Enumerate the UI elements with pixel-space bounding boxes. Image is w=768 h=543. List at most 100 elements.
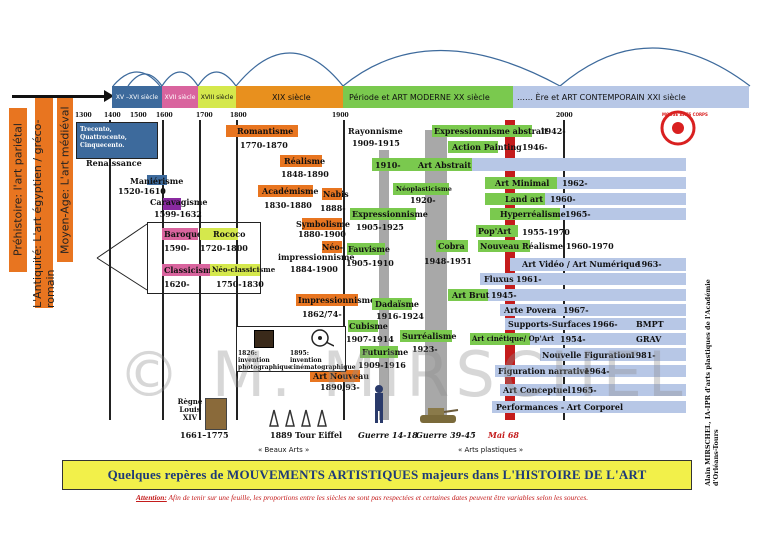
- label-eiffel: 1889 Tour Eiffel: [270, 430, 343, 440]
- band-xvii: XVII siècle: [162, 86, 198, 108]
- label-nouveau-realisme: Nouveau Réalisme 1960-1970: [480, 241, 614, 251]
- date-art-cinetique: 1954-: [560, 334, 586, 344]
- date-impressionnisme: 1862/74-: [302, 309, 342, 319]
- date-arte-povera: 1967-: [563, 305, 589, 315]
- bar-art-conceptuel: [500, 384, 686, 396]
- bar-action-painting: [448, 141, 498, 153]
- era-prehistoire: Préhistoire: l'art pariétal: [9, 108, 27, 272]
- date-figuration-narrative: 1964-: [584, 366, 610, 376]
- bar-performances: [492, 401, 686, 413]
- label-impressionnisme: Impressionnisme: [298, 295, 376, 305]
- bar-art-brut-green: [448, 289, 488, 301]
- line-1400: [109, 120, 111, 420]
- war2-column: [425, 130, 447, 420]
- label-cobra: Cobra: [438, 241, 465, 251]
- bar-expressionnisme: [350, 208, 416, 220]
- band-xviii: XVIII siècle: [198, 86, 236, 108]
- date-nabis: 1888-: [320, 203, 346, 213]
- date-art-conceptuel: 1965-: [571, 385, 597, 395]
- bar-rococo: [200, 228, 238, 240]
- bar-expr-abstrait: [432, 125, 532, 137]
- timeline-arrow-head: [104, 90, 114, 102]
- date-cubisme: 1907-1914: [346, 334, 394, 344]
- bar-artnouveau: [310, 370, 360, 382]
- credit-text: Alain MIRSCHEL, IA-IPR d'arts plastiques…: [704, 279, 720, 486]
- timeline-arrow: [12, 95, 110, 98]
- label-neoplasticisme: Néoplasticisme: [396, 185, 452, 193]
- label-neoimpressionnisme: Néo-: [322, 242, 344, 252]
- label-art-conceptuel: Art Conceptuel: [503, 385, 571, 395]
- date-art-brut: 1945-: [491, 290, 517, 300]
- watermark: © M. MIRSCHEL: [118, 338, 689, 411]
- date-academisme: 1830-1880: [264, 200, 312, 210]
- date-dadaisme: 1916-1924: [376, 311, 424, 321]
- bar-land-art-green: [485, 193, 545, 205]
- bar-baroque: [162, 228, 198, 240]
- label-war1: Guerre 14-18: [358, 430, 418, 440]
- date-neoclassicisme: 1750-1830: [216, 279, 264, 289]
- tick-1600: 1600: [156, 112, 173, 119]
- label-baroque: Baroque: [164, 229, 202, 239]
- label-artnouveau: Art Nouveau: [313, 371, 370, 381]
- war1-column: [379, 150, 389, 420]
- band-modern: Période et ART MODERNE XX siècle: [343, 86, 513, 108]
- date-louis: 1661–1775: [180, 430, 229, 440]
- date-rococo: 1720-1800: [200, 243, 248, 253]
- label-expr-abstrait: Expressionnisme abstrait: [434, 126, 548, 136]
- date-neoimpressionnisme: 1884-1900: [290, 264, 338, 274]
- bar-romantisme: [226, 125, 298, 137]
- bar-cobra: [436, 240, 468, 252]
- label-invention-cinema: 1895: invention cinématographique: [290, 350, 356, 371]
- mouse-arts-logo: [660, 110, 696, 146]
- label-cubisme: Cubisme: [349, 321, 388, 331]
- line-1900: [343, 120, 345, 420]
- label-surrealisme: Surréalisme: [402, 331, 457, 341]
- bar-nouvelle-figuration: [540, 348, 686, 361]
- label-grav: GRAV: [636, 334, 662, 344]
- label-trecento: Trecento, Quattrocento, Cinquecento.: [80, 126, 127, 149]
- bar-fauvisme: [347, 243, 385, 255]
- bar-nouveau-realisme: [478, 240, 530, 252]
- camera-icon: [254, 330, 274, 348]
- note: Attention: Afin de tenir sur une feuille…: [136, 493, 696, 502]
- label-art-abstrait-start: 1910-: [375, 160, 401, 170]
- eiffel-tower-icons: [269, 409, 327, 427]
- bar-supports-surfaces: [505, 318, 686, 330]
- tank-icon: [420, 408, 459, 423]
- bar-art-cinetique-green: [470, 333, 530, 345]
- bar-pop-art: [476, 225, 518, 237]
- label-figuration-narrative: Figuration narrative: [498, 366, 590, 376]
- date-hyperrealisme: 1965-: [565, 209, 591, 219]
- date-futurisme: 1909-1916: [358, 360, 406, 370]
- label-fluxus: Fluxus: [484, 274, 514, 284]
- label-art-video: Art Vidéo / Art Numérique: [522, 259, 640, 269]
- label-renaissance: Renaissance: [86, 158, 142, 168]
- label-war2: Guerre 39-45: [416, 430, 476, 440]
- label-manierisme: Maniérisme: [130, 176, 184, 186]
- era-antiquite: L'Antiquité: L'art égyptien / gréco-roma…: [31, 98, 57, 308]
- bar-art-minimal-green: [485, 177, 557, 189]
- label-supports-surfaces: Supports-Surfaces: [508, 319, 591, 329]
- bracket-lines: [96, 223, 148, 291]
- label-pop-art: Pop'Art: [478, 226, 512, 236]
- label-classicisme: Classicisme: [164, 265, 217, 275]
- date-cobra: 1948-1951: [424, 256, 472, 266]
- label-neoclassicisme: Néo-classicisme: [212, 265, 276, 274]
- label-performances: Performances - Art Corporel: [496, 402, 624, 412]
- date-supports-surfaces: 1966-: [592, 319, 618, 329]
- bar-art-brut: [448, 289, 686, 301]
- bar-caravagisme: [163, 198, 181, 210]
- date-expressionnisme: 1905-1925: [356, 222, 404, 232]
- soldier-icon: [375, 385, 383, 423]
- label-symbolisme: Symbolisme: [296, 219, 350, 229]
- bar-academisme: [258, 185, 313, 197]
- baroque-classicism-box: [147, 222, 261, 294]
- date-nouvelle-figuration: 1981-: [630, 350, 656, 360]
- label-mai68: Mai 68: [488, 430, 519, 440]
- logo-text: MOUSE ARTS CORPS: [662, 112, 708, 117]
- date-art-minimal: 1962-: [562, 178, 588, 188]
- note-label: Attention:: [136, 493, 167, 502]
- date-rayonnisme: 1909-1915: [352, 138, 400, 148]
- label-fauvisme: Fauvisme: [348, 244, 390, 254]
- bar-futurisme: [360, 346, 398, 358]
